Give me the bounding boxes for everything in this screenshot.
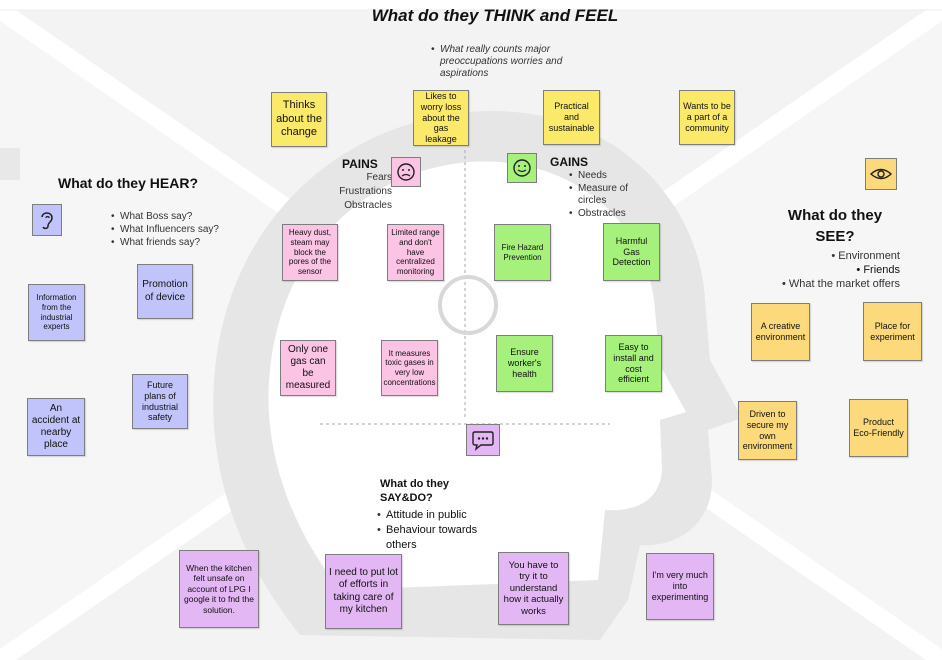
eye-icon — [865, 158, 897, 190]
speech-bubble-icon — [466, 424, 500, 456]
say-do-bullet: Attitude in public — [377, 508, 506, 523]
gains-bullet: Needs — [569, 170, 638, 182]
gains-bullet: Measure of circles — [569, 183, 638, 207]
see-title: What do they SEE? — [787, 207, 883, 245]
pains-note[interactable]: Only one gas can be measured — [280, 340, 336, 396]
see-note[interactable]: A creative environment — [751, 303, 810, 361]
pains-bullet: Frustrations — [339, 186, 392, 197]
think-feel-note[interactable]: Wants to be a part of a community — [679, 90, 735, 145]
think-feel-title: What do they THINK and FEEL — [371, 6, 619, 25]
say-do-note[interactable]: I'm very much into experimenting — [646, 553, 714, 620]
center-logo — [438, 275, 498, 335]
see-bullets: • Environment • Friends • What the marke… — [760, 249, 900, 291]
hear-note[interactable]: Information from the industrial experts — [28, 284, 85, 341]
hear-bullet: What Boss say? — [111, 211, 240, 223]
think-feel-note[interactable]: Thinks about the change — [271, 92, 327, 147]
say-do-bullet: Behaviour towards others — [377, 523, 506, 553]
pains-bullet: Fears — [366, 172, 392, 183]
gains-note[interactable]: Easy to install and cost efficient — [605, 335, 662, 392]
see-bullet: • Friends — [856, 264, 900, 276]
head-inner — [268, 161, 686, 590]
gains-note[interactable]: Harmful Gas Detection — [603, 223, 660, 281]
sad-face-icon — [391, 157, 421, 187]
see-note[interactable]: Product Eco-Friendly — [849, 399, 908, 457]
pains-title: PAINS — [342, 157, 378, 171]
see-note[interactable]: Driven to secure my own environment — [738, 401, 797, 460]
see-bullet: • Environment — [831, 250, 900, 262]
gains-bullet: Obstracles — [569, 208, 638, 220]
say-do-bullets: Attitude in public Behaviour towards oth… — [376, 508, 506, 553]
pains-note[interactable]: Heavy dust, steam may block the pores of… — [282, 224, 338, 281]
see-note[interactable]: Place for experiment — [863, 302, 922, 361]
see-bullet: • What the market offers — [782, 278, 900, 290]
gains-bullets: Needs Measure of circles Obstracles — [568, 170, 638, 220]
pains-bullet: Obstracles — [344, 200, 392, 211]
think-feel-note[interactable]: Practical and sustainable — [543, 90, 600, 145]
ear-icon — [32, 204, 62, 236]
hear-note[interactable]: Future plans of industrial safety — [132, 374, 188, 429]
say-do-note[interactable]: I need to put lot of efforts in taking c… — [325, 554, 402, 629]
hear-bullet: What friends say? — [111, 237, 240, 249]
gains-note[interactable]: Ensure worker's health — [496, 335, 553, 392]
think-feel-bullet: What really counts major preoccupations … — [431, 44, 580, 80]
hear-note[interactable]: An accident at nearby place — [27, 398, 85, 456]
pains-note[interactable]: It measures toxic gases in very low conc… — [381, 340, 438, 396]
hear-bullets: What Boss say? What Influencers say? Wha… — [110, 211, 240, 249]
hear-bullet: What Influencers say? — [111, 224, 240, 236]
pains-bullets: Fears Frustrations Obstracles — [322, 172, 392, 212]
hear-note[interactable]: Promotion of device — [137, 264, 193, 319]
gains-title: GAINS — [550, 155, 589, 169]
hear-title: What do they HEAR? — [58, 175, 198, 191]
say-do-note[interactable]: When the kitchen felt unsafe on account … — [179, 550, 259, 628]
pains-note[interactable]: Limited range and don't have centralized… — [387, 224, 444, 281]
think-feel-bullets: What really counts major preoccupations … — [430, 44, 580, 80]
say-do-note[interactable]: You have to try it to understand how it … — [498, 552, 569, 625]
think-feel-note[interactable]: Likes to worry loss about the gas leakag… — [413, 90, 469, 146]
happy-face-icon — [507, 153, 537, 183]
say-do-title: What do they SAY&DO? — [380, 478, 450, 504]
gains-note[interactable]: Fire Hazard Prevention — [494, 224, 551, 281]
